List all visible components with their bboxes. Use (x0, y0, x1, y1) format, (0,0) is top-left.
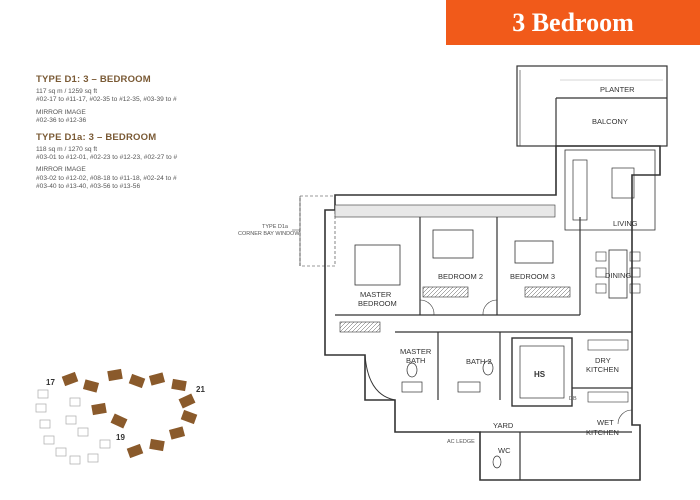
block-marker (180, 409, 198, 425)
unit-info-panel: TYPE D1: 3 – BEDROOM 117 sq m / 1259 sq … (36, 74, 306, 192)
window-note-1: TYPE D1a (262, 224, 289, 230)
key-plan-outlines (35, 389, 111, 465)
type-d1-area: 117 sq m / 1259 sq ft (36, 88, 98, 95)
block-marker (91, 402, 107, 416)
key-plan-label-21: 21 (196, 385, 205, 394)
block-marker (107, 368, 123, 382)
wet-kitchen-counter (587, 391, 629, 403)
type-d1-units: #02-17 to #11-17, #02-35 to #12-35, #03-… (36, 96, 177, 104)
hs-label: HS (534, 370, 546, 379)
dining-chair (595, 283, 607, 294)
type-d1-mirror-title: MIRROR IMAGE (36, 108, 86, 116)
dining-chair (595, 251, 607, 262)
master-bedroom-label-1: MASTER (360, 290, 392, 299)
master-wardrobe (339, 321, 381, 333)
yard-label: YARD (493, 421, 514, 430)
master-bath-label-2: BATH (406, 356, 425, 365)
block-marker (126, 443, 144, 459)
key-plan-label-17: 17 (46, 378, 55, 387)
living-label: LIVING (613, 219, 638, 228)
bedroom3-bed (514, 240, 554, 264)
block-marker (178, 393, 196, 409)
bedroom3-label: BEDROOM 3 (510, 272, 555, 281)
curved-bay (364, 354, 396, 401)
bedroom3-door-swing (482, 299, 498, 316)
master-bedroom-label-2: BEDROOM (358, 299, 397, 308)
coffee-table (611, 167, 635, 199)
block-marker (110, 413, 128, 429)
wet-kitchen-label-1: WET (597, 418, 614, 427)
bath2-toilet (482, 360, 494, 376)
unit-type-badge: 3 Bedroom (446, 0, 700, 45)
bedroom2-label: BEDROOM 2 (438, 272, 483, 281)
bath2-vanity (457, 381, 481, 393)
living-room-outline (564, 149, 656, 231)
balcony-label: BALCONY (592, 117, 628, 126)
type-d1a-area: 118 sq m / 1270 sq ft (36, 145, 98, 153)
wc-toilet (492, 455, 502, 469)
dry-kitchen-label-2: KITCHEN (586, 365, 619, 374)
main-door-swing (617, 409, 633, 425)
window-note-2: CORNER BAY WINDOW (238, 231, 300, 237)
planter-label: PLANTER (600, 85, 635, 94)
dining-chair (629, 251, 641, 262)
bedroom2-door-swing (419, 299, 435, 316)
bedroom3-wardrobe (524, 286, 571, 298)
dining-chair (629, 267, 641, 278)
type-d1-mirror-units: #02-36 to #12-36 (36, 117, 87, 125)
dining-label: DINING (605, 271, 631, 280)
block-marker (168, 426, 186, 440)
dining-chair (629, 283, 641, 294)
dining-table (608, 249, 628, 299)
type-d1a-title: TYPE D1a: 3 – BEDROOM (36, 131, 157, 143)
master-bed (354, 244, 401, 286)
block-marker (171, 378, 187, 392)
db-label: DB (569, 396, 577, 402)
wc-label: WC (498, 446, 511, 455)
dining-chair (595, 267, 607, 278)
household-shelter (511, 337, 573, 407)
block-marker (148, 372, 166, 386)
block-marker (61, 371, 79, 387)
block-marker (128, 373, 146, 389)
master-vanity (401, 381, 423, 393)
ac-ledge-label: AC LEDGE (447, 439, 475, 445)
dry-kitchen-counter (587, 339, 629, 351)
type-d1-title: TYPE D1: 3 – BEDROOM (36, 74, 151, 85)
unit-outline (324, 145, 661, 481)
type-d1a-mirror-units-1: #03-02 to #12-02, #08-18 to #11-18, #02-… (36, 174, 177, 182)
block-marker (149, 438, 165, 452)
bedroom2-bed (432, 229, 474, 259)
key-plan-blocks (61, 368, 198, 459)
wet-kitchen-label-2: KITCHEN (586, 428, 619, 437)
bedroom2-wardrobe (422, 286, 469, 298)
block-marker (82, 379, 100, 393)
bath2-label: BATH 2 (466, 357, 492, 366)
type-d1a-mirror-title: MIRROR IMAGE (36, 166, 86, 174)
dry-kitchen-label-1: DRY (595, 356, 611, 365)
master-wc-toilet (406, 362, 418, 378)
key-plan-label-19: 19 (116, 433, 125, 442)
window-strip (334, 204, 556, 218)
type-d1a-units: #03-01 to #12-01, #02-23 to #12-23, #02-… (36, 154, 178, 162)
master-bath-label-1: MASTER (400, 347, 432, 356)
type-d1a-mirror-units-2: #03-40 to #13-40, #03-56 to #13-56 (36, 183, 141, 191)
